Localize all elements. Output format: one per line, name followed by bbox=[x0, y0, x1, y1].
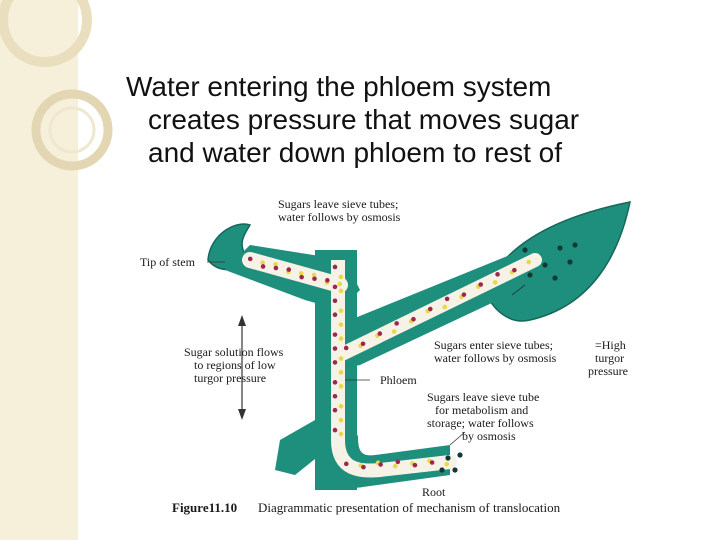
solute-dot bbox=[394, 321, 399, 326]
solute-dot bbox=[378, 331, 383, 336]
solute-dot bbox=[339, 418, 344, 423]
label-sugars-leave-bottom: by osmosis bbox=[462, 429, 516, 443]
solute-dot bbox=[333, 312, 338, 317]
solute-dot bbox=[339, 356, 344, 361]
cluster-dot bbox=[552, 275, 557, 280]
slide-title: Water entering the phloem system creates… bbox=[126, 70, 686, 169]
solute-dot bbox=[339, 275, 344, 280]
title-line: Water entering the phloem system bbox=[126, 70, 686, 103]
solute-dot bbox=[339, 308, 344, 313]
cluster-dot bbox=[557, 245, 562, 250]
decorative-rings bbox=[0, 0, 120, 200]
solute-dot bbox=[333, 408, 338, 413]
solute-dot bbox=[339, 384, 344, 389]
solute-dot bbox=[411, 317, 416, 322]
solute-dot bbox=[333, 265, 338, 270]
solute-dot bbox=[395, 460, 400, 465]
solute-dot bbox=[333, 360, 338, 365]
label-flow: to regions of low bbox=[194, 358, 276, 372]
translocation-diagram: Sugars leave sieve tubes; water follows … bbox=[130, 190, 690, 520]
label-flow: turgor pressure bbox=[194, 371, 266, 385]
solute-dot bbox=[444, 462, 449, 467]
solute-dot bbox=[333, 332, 338, 337]
cluster-dot bbox=[457, 452, 462, 457]
solute-dot bbox=[339, 322, 344, 327]
solute-dot bbox=[495, 272, 500, 277]
cluster-dot bbox=[527, 272, 532, 277]
caption-number: Figure11.10 bbox=[172, 500, 237, 515]
solute-dot bbox=[430, 460, 435, 465]
label-high-turgor: =High bbox=[595, 338, 626, 352]
solute-dot bbox=[361, 465, 366, 470]
label-sugars-leave-bottom: Sugars leave sieve tube bbox=[427, 390, 539, 404]
solute-dot bbox=[261, 264, 266, 269]
label-phloem: Phloem bbox=[380, 373, 417, 387]
label-flow: Sugar solution flows bbox=[184, 345, 284, 359]
solute-dot bbox=[337, 282, 342, 287]
label-sugars-leave-top: Sugars leave sieve tubes; bbox=[278, 197, 398, 211]
solute-dot bbox=[413, 463, 418, 468]
title-line: and water down phloem to rest of bbox=[126, 136, 686, 169]
label-high-turgor: pressure bbox=[588, 364, 628, 378]
label-sugars-leave-top: water follows by osmosis bbox=[278, 210, 401, 224]
label-sugars-enter: Sugars enter sieve tubes; bbox=[434, 338, 553, 352]
cluster-dot bbox=[572, 242, 577, 247]
solute-dot bbox=[312, 276, 317, 281]
solute-dot bbox=[428, 307, 433, 312]
label-tip-of-stem: Tip of stem bbox=[140, 255, 196, 269]
solute-dot bbox=[299, 275, 304, 280]
solute-dot bbox=[462, 292, 467, 297]
solute-dot bbox=[333, 285, 338, 290]
label-high-turgor: turgor bbox=[595, 351, 624, 365]
solute-dot bbox=[512, 268, 517, 273]
solute-dot bbox=[493, 280, 498, 285]
cluster-dot bbox=[542, 262, 547, 267]
label-sugars-leave-bottom: for metabolism and bbox=[435, 403, 528, 417]
cluster-dot bbox=[445, 455, 450, 460]
cluster-dot bbox=[452, 467, 457, 472]
solute-dot bbox=[333, 394, 338, 399]
cluster-dot bbox=[522, 247, 527, 252]
lower-left-branch bbox=[275, 420, 320, 475]
solute-dot bbox=[333, 380, 338, 385]
solute-dot bbox=[274, 266, 279, 271]
solute-dot bbox=[344, 346, 349, 351]
solute-dot bbox=[526, 260, 531, 265]
solute-dot bbox=[333, 346, 338, 351]
solute-dot bbox=[325, 278, 330, 283]
cluster-dot bbox=[567, 259, 572, 264]
label-root: Root bbox=[422, 485, 446, 499]
solute-dot bbox=[344, 462, 349, 467]
solute-dot bbox=[445, 297, 450, 302]
label-sugars-enter: water follows by osmosis bbox=[434, 351, 557, 365]
solute-dot bbox=[361, 341, 366, 346]
solute-dot bbox=[248, 257, 253, 262]
title-line: creates pressure that moves sugar bbox=[126, 103, 686, 136]
solute-dot bbox=[392, 329, 397, 334]
solute-dot bbox=[333, 298, 338, 303]
solute-dot bbox=[339, 336, 344, 341]
solute-dot bbox=[478, 282, 483, 287]
label-sugars-leave-bottom: storage; water follows bbox=[427, 416, 534, 430]
solute-dot bbox=[286, 267, 291, 272]
solute-dot bbox=[333, 428, 338, 433]
solute-dot bbox=[393, 464, 398, 469]
solute-dot bbox=[339, 370, 344, 375]
caption-text: Diagrammatic presentation of mechanism o… bbox=[258, 500, 561, 515]
solute-dot bbox=[339, 404, 344, 409]
solute-dot bbox=[339, 289, 344, 294]
solute-dot bbox=[442, 305, 447, 310]
cluster-dot bbox=[439, 467, 444, 472]
solute-dot bbox=[378, 462, 383, 467]
solute-dot bbox=[339, 432, 344, 437]
